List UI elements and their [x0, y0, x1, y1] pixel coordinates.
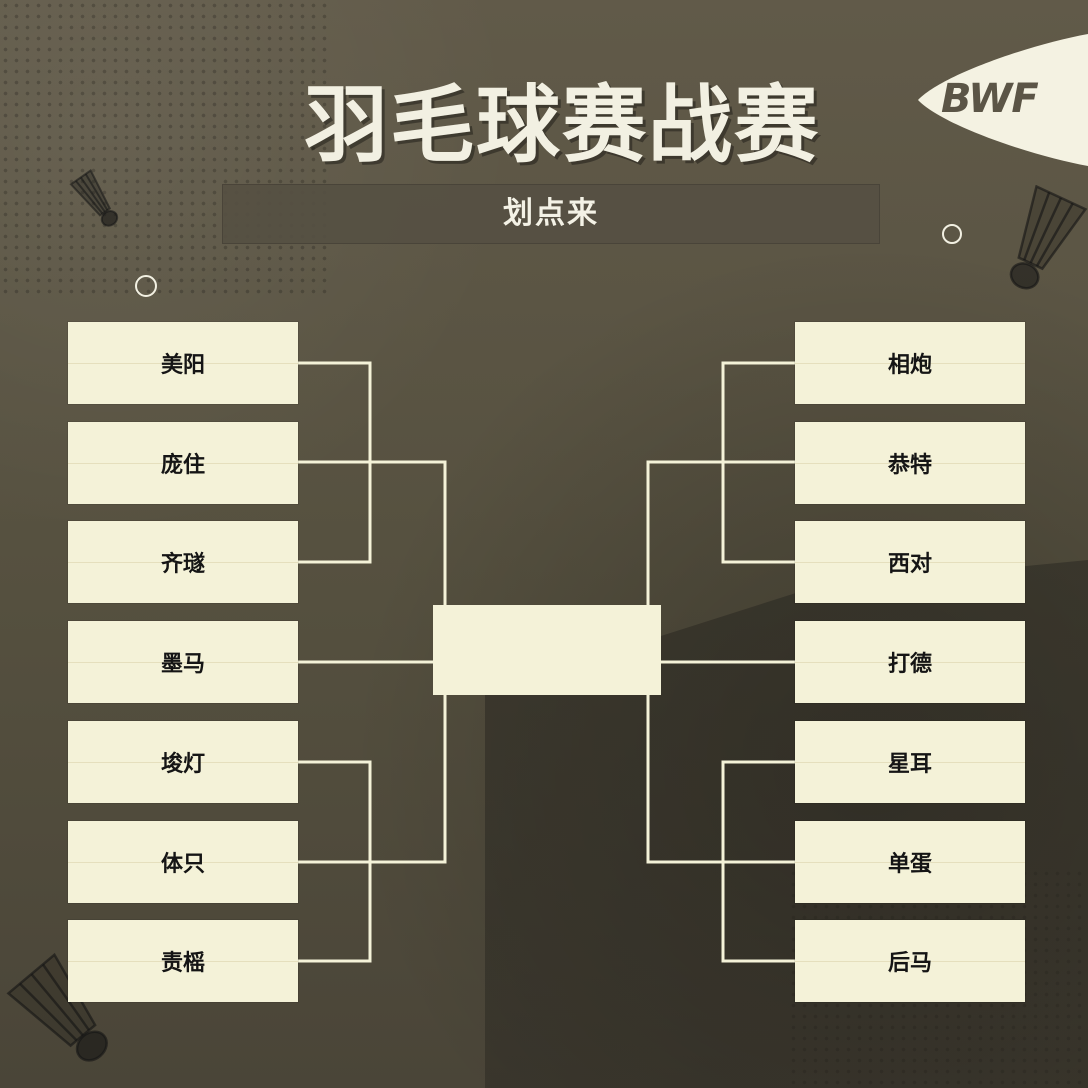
- team-left-2[interactable]: 庞住: [68, 422, 298, 504]
- ring-icon: [135, 275, 157, 297]
- team-left-5[interactable]: 埈灯: [68, 721, 298, 803]
- subtitle-bar: 划点来: [222, 184, 880, 244]
- team-right-6[interactable]: 单蛋: [795, 821, 1025, 903]
- team-name: 齐璲: [160, 552, 205, 577]
- team-name: 恭特: [887, 453, 932, 478]
- final-box[interactable]: [433, 605, 661, 695]
- team-name: 打德: [887, 652, 932, 677]
- team-left-4[interactable]: 墨马: [68, 621, 298, 703]
- logo-shape: [918, 34, 1088, 166]
- team-left-1[interactable]: 美阳: [68, 322, 298, 404]
- team-name: 埈灯: [160, 752, 205, 777]
- bwf-logo: BWF: [913, 34, 1088, 166]
- shuttlecock-icon: [69, 169, 119, 227]
- team-name: 西对: [887, 552, 932, 577]
- page-title: 羽毛球赛战赛: [303, 76, 820, 174]
- team-right-1[interactable]: 相炮: [795, 322, 1025, 404]
- team-right-3[interactable]: 西对: [795, 521, 1025, 603]
- shuttlecock-icon: [1009, 185, 1088, 290]
- team-right-4[interactable]: 打德: [795, 621, 1025, 703]
- dot-pattern-top-left: [0, 0, 330, 300]
- subtitle: 划点来: [503, 196, 599, 231]
- team-name: 墨马: [160, 652, 205, 677]
- team-right-7[interactable]: 后马: [795, 920, 1025, 1002]
- logo-text: BWF: [941, 76, 1039, 122]
- team-left-7[interactable]: 责榣: [68, 920, 298, 1002]
- team-left-6[interactable]: 体只: [68, 821, 298, 903]
- team-right-5[interactable]: 星耳: [795, 721, 1025, 803]
- team-right-2[interactable]: 恭特: [795, 422, 1025, 504]
- team-left-3[interactable]: 齐璲: [68, 521, 298, 603]
- team-name: 星耳: [887, 752, 932, 777]
- team-name: 后马: [887, 951, 932, 976]
- team-name: 美阳: [160, 353, 205, 378]
- ring-icon: [942, 224, 962, 244]
- team-name: 责榣: [160, 951, 205, 976]
- shuttlecock-icon: [6, 952, 108, 1062]
- team-name: 庞住: [160, 453, 205, 478]
- team-name: 相炮: [887, 353, 932, 378]
- team-name: 体只: [160, 852, 205, 877]
- team-name: 单蛋: [887, 852, 932, 877]
